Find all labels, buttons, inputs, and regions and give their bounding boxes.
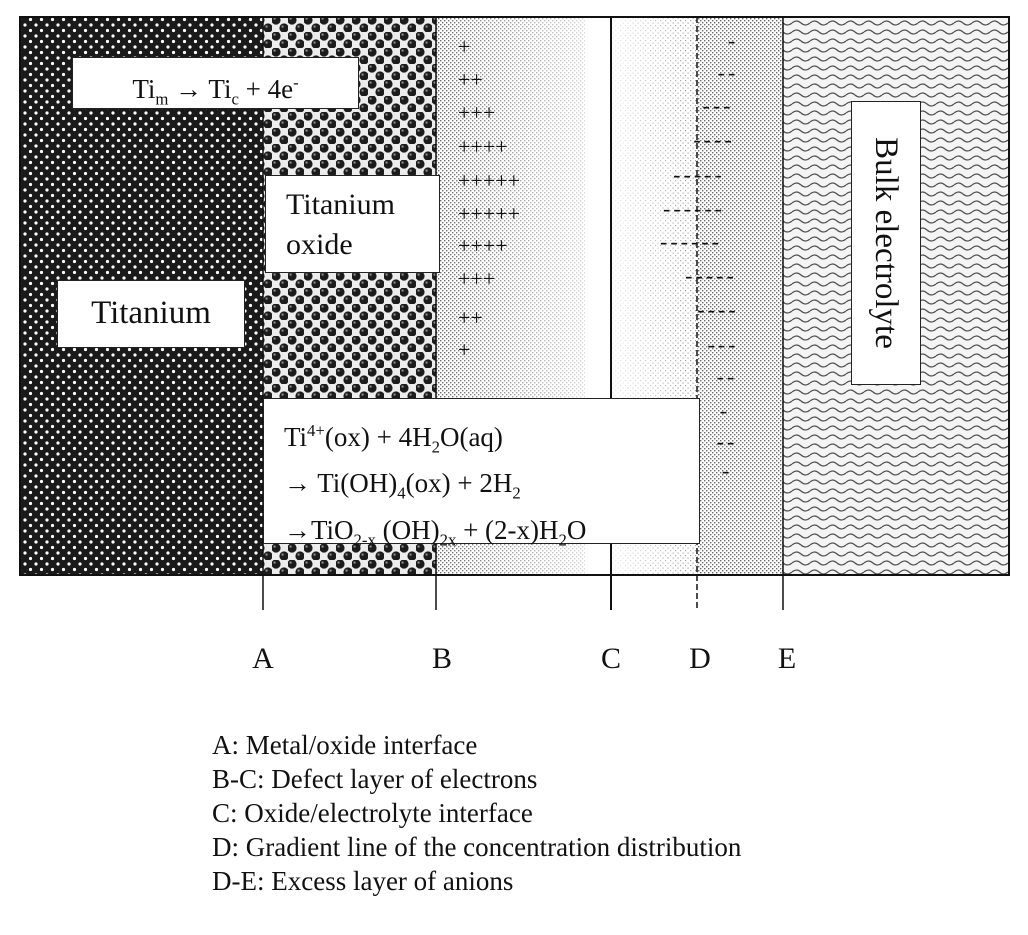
eq-token: Ti [284,422,308,452]
hydrolysis-line-1: Ti4+(ox) + 4H2O(aq) [284,413,699,465]
legend: A: Metal/oxide interface B-C: Defect lay… [212,728,972,898]
titanium-oxide-label: Titanium oxide [265,175,440,273]
boundary-labels: A B C D E [252,642,796,675]
eq-sub: 2 [558,530,567,550]
diagram-frame [19,16,1010,576]
titanium-oxide-line: Titanium [286,188,395,221]
negative-charge-row: - [720,398,730,423]
positive-charge-row: +++++ [458,168,520,193]
positive-charge-row: ++++ [458,134,508,159]
hydrolysis-line-2: → Ti(OH)4(ox) + 2H2 [284,465,699,511]
negative-charge-row: ------ [663,196,725,221]
eq-sub: 2-x [353,530,376,550]
eq-sub: c [231,89,239,109]
negative-charge-row: ----- [685,263,737,288]
positive-charges: + ++ +++ ++++ +++++ +++++ ++++ +++ ++ + [458,34,520,362]
eq-sub: 2x [439,530,457,550]
eq-sub: 4 [397,483,406,503]
positive-charge-row: ++ [458,305,483,330]
eq-sup: - [293,73,299,92]
bulk-electrolyte-label: Bulk electrolyte [851,101,921,385]
eq-sup: 4+ [307,421,325,440]
negative-charge-row: -- [717,364,738,389]
bulk-electrolyte-text: Bulk electrolyte [868,137,904,349]
negative-charge-row: ----- [673,162,725,187]
eq-sub: 2 [431,437,440,457]
positive-charge-row: ++ [458,67,483,92]
legend-item-c: C: Oxide/electrolyte interface [212,798,533,828]
boundary-label-c: C [601,642,621,675]
hydrolysis-line-3: →TiO2-x (OH)2x + (2-x)H2O [284,512,699,558]
boundary-label-d: D [689,642,711,675]
positive-charge-row: +++++ [458,201,520,226]
titanium-oxide-line: oxide [286,228,353,261]
eq-token: → Ti(OH) [284,468,398,499]
legend-item-a: A: Metal/oxide interface [212,730,478,760]
positive-charge-row: + [458,34,470,59]
legend-item-d-e: D-E: Excess layer of anions [212,866,514,896]
eq-token: (OH) [375,514,440,545]
negative-charge-row: ---- [697,297,738,322]
eq-token: O [566,514,587,545]
eq-token: (ox) + 2H [405,468,513,499]
boundary-label-a: A [252,642,274,675]
positive-charge-row: ++++ [458,233,508,258]
eq-sub: m [155,89,169,109]
eq-token: + 4e [238,74,294,104]
negative-charge-row: ------ [660,229,722,254]
negative-charge-row: - [722,458,732,483]
metal-oxidation-equation: Tim → Tic + 4e- [72,57,359,109]
eq-token: + (2-x)H [456,514,559,545]
eq-token: O(aq) [439,422,503,452]
eq-token: (ox) + 4H [324,422,432,452]
eq-token: →TiO [284,514,354,545]
negative-charge-row: ---- [693,127,734,152]
negative-charge-row: -- [717,429,738,454]
eq-token: → Ti [168,74,232,104]
negative-charge-row: --- [708,332,739,357]
negative-charge-row: - [728,28,738,53]
legend-item-d: D: Gradient line of the concentration di… [212,832,742,862]
titanium-label: Titanium [57,280,245,348]
positive-charge-row: + [458,337,470,362]
negative-charges: - -- --- ---- ----- ------ ------ ----- … [660,28,739,483]
positive-charge-row: +++ [458,100,495,125]
legend-item-b-c: B-C: Defect layer of electrons [212,764,538,794]
positive-charge-row: +++ [458,266,495,291]
eq-sub: 2 [512,483,521,503]
hydrolysis-reaction-equation: Ti4+(ox) + 4H2O(aq) → Ti(OH)4(ox) + 2H2 … [263,398,700,549]
boundary-label-e: E [778,642,796,675]
anion-excess-region [697,17,783,575]
negative-charge-row: -- [718,60,739,85]
eq-token: Ti [132,74,156,104]
boundary-label-b: B [432,642,452,675]
negative-charge-row: --- [703,93,734,118]
